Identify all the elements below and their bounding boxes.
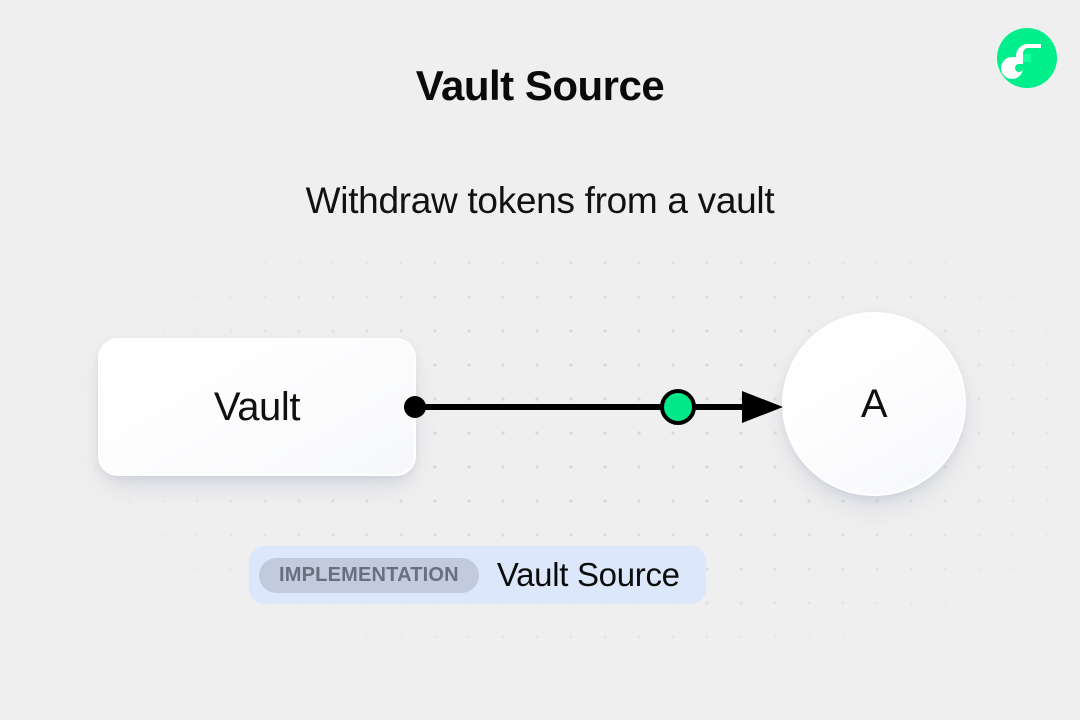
implementation-badge[interactable]: IMPLEMENTATION Vault Source <box>249 546 706 604</box>
diagram-edge-arrowhead <box>742 391 783 423</box>
diagram-node-a-label: A <box>860 381 888 426</box>
diagram-node-a[interactable]: A <box>782 312 966 496</box>
flow-logo-mark <box>1001 44 1041 79</box>
implementation-badge-chip: IMPLEMENTATION <box>259 557 479 593</box>
page-title: Vault Source <box>415 62 665 109</box>
page-subtitle: Withdraw tokens from a vault <box>305 180 775 221</box>
implementation-badge-title: Vault Source <box>496 556 680 593</box>
diagram-node-vault[interactable]: Vault <box>98 338 416 476</box>
flow-logo[interactable] <box>997 28 1057 88</box>
diagram-edge-source-handle[interactable] <box>404 396 426 418</box>
diagram-node-vault-label: Vault <box>213 384 301 429</box>
diagram-edge-midpoint-marker[interactable] <box>660 389 696 425</box>
